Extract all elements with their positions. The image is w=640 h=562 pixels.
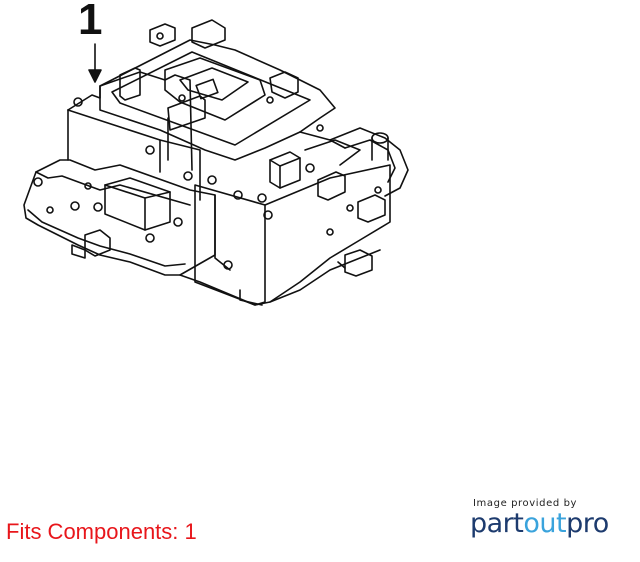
partoutpro-logo: partoutpro — [470, 509, 630, 539]
image-credit: Image provided by partoutpro — [470, 498, 630, 539]
brand-part2: out — [523, 508, 567, 539]
credit-caption: Image provided by — [473, 498, 578, 509]
top-cover-icon — [99, 19, 336, 173]
brand-part3: pro — [566, 508, 609, 539]
pipe-fitting-icon — [269, 127, 409, 277]
callout-number: 1 — [78, 0, 103, 44]
part-diagram — [23, 19, 409, 306]
fits-components-label: Fits Components: 1 — [6, 519, 197, 544]
brand-part1: part — [470, 508, 524, 539]
callout-arrow-icon — [88, 43, 102, 83]
lower-housing-icon — [23, 159, 216, 276]
bolt-heads-icon — [73, 94, 382, 270]
